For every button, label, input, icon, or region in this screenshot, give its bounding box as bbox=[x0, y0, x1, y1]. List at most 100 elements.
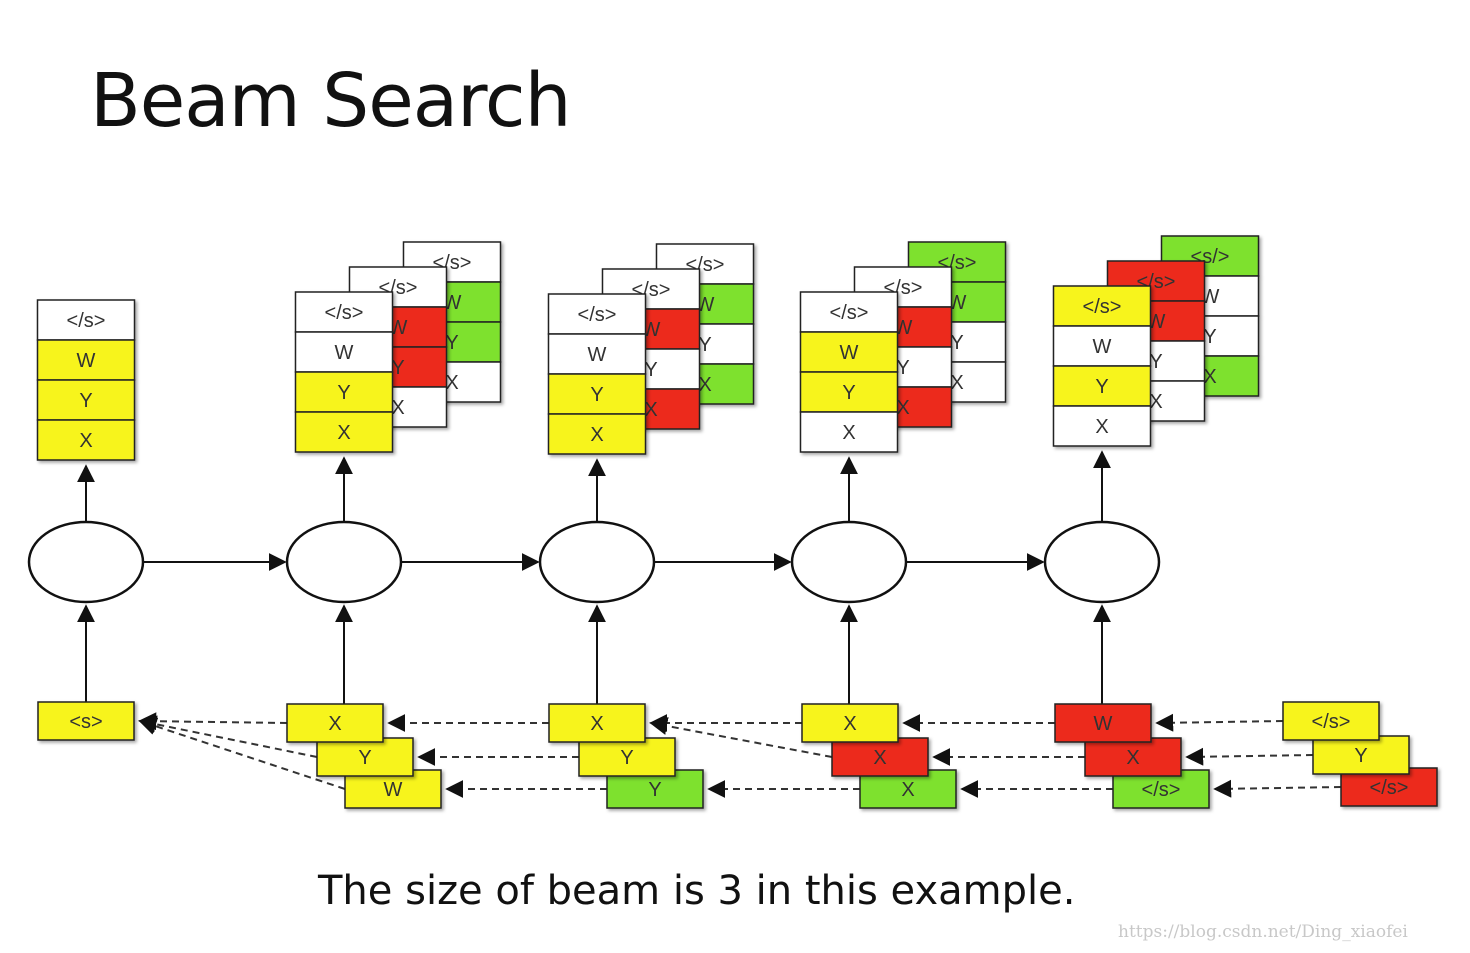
token-label: W bbox=[1201, 286, 1220, 308]
token-label: X bbox=[391, 397, 404, 419]
token-label: Y bbox=[391, 357, 404, 379]
chip-label: Y bbox=[620, 747, 633, 769]
output-stack: </s>WYX</s>WYX</s>WYX bbox=[799, 241, 1007, 453]
chip-box bbox=[548, 703, 646, 743]
arrows-layer bbox=[77, 450, 1342, 798]
token-cell bbox=[547, 293, 647, 335]
token-label: Y bbox=[644, 359, 657, 381]
rnn-node bbox=[285, 520, 403, 604]
chip-label: <s> bbox=[69, 711, 102, 733]
chip-label: X bbox=[1126, 747, 1139, 769]
token-label: X bbox=[896, 397, 909, 419]
candidate-card: </s>WYX bbox=[799, 291, 899, 453]
input-chip: X bbox=[548, 703, 646, 743]
chip-label: Y bbox=[1354, 745, 1367, 767]
input-chip: X bbox=[831, 737, 929, 777]
output-stack: </s>WYX</s>WYX</s>WYX bbox=[294, 241, 502, 453]
token-label: X bbox=[79, 430, 92, 452]
token-label: Y bbox=[950, 332, 963, 354]
back-pointer-arrow bbox=[649, 717, 833, 758]
chip-box bbox=[831, 737, 929, 777]
back-pointer-arrow bbox=[138, 715, 318, 758]
token-label: Y bbox=[1149, 351, 1162, 373]
candidate-card: </s> WYX bbox=[547, 293, 647, 455]
chip-label: </s> bbox=[1142, 779, 1181, 801]
token-label: X bbox=[1149, 391, 1162, 413]
chip-box bbox=[578, 737, 676, 777]
caption: The size of beam is 3 in this example. bbox=[318, 868, 1076, 914]
chip-label: W bbox=[384, 779, 403, 801]
back-pointer-arrow bbox=[1185, 747, 1314, 766]
candidate-card: </s> WYX bbox=[1052, 285, 1152, 447]
rnn-node bbox=[1043, 520, 1161, 604]
token-label: W bbox=[840, 342, 859, 364]
chip-label: X bbox=[590, 713, 603, 735]
token-cell bbox=[36, 339, 136, 381]
token-label: W bbox=[948, 292, 967, 314]
chip-label: X bbox=[873, 747, 886, 769]
chip-label: W bbox=[1094, 713, 1113, 735]
token-cell bbox=[1052, 365, 1152, 407]
input-chip: Y bbox=[316, 737, 414, 777]
candidate-card: </s>WYX bbox=[294, 291, 394, 453]
token-cell bbox=[36, 379, 136, 421]
token-label: Y bbox=[1203, 326, 1216, 348]
chip-box bbox=[1282, 701, 1380, 741]
chip-label: X bbox=[901, 779, 914, 801]
token-cell bbox=[1052, 405, 1152, 447]
input-stack: XXX bbox=[801, 703, 957, 809]
candidate-card: </s>WYX bbox=[36, 299, 136, 461]
token-label: Y bbox=[1095, 376, 1108, 398]
token-cell bbox=[1052, 285, 1152, 327]
chip-label: X bbox=[328, 713, 341, 735]
token-cell bbox=[294, 411, 394, 453]
token-label: </s> bbox=[325, 302, 364, 324]
chip-box bbox=[316, 737, 414, 777]
token-label: W bbox=[1093, 336, 1112, 358]
token-cell bbox=[36, 419, 136, 461]
input-stack: </s>Y</s> bbox=[1282, 701, 1438, 807]
input-chip: X bbox=[801, 703, 899, 743]
back-pointer-arrow bbox=[1213, 779, 1342, 798]
token-label: Y bbox=[842, 382, 855, 404]
token-label: Y bbox=[337, 382, 350, 404]
output-stack: <s/>WYX</s>WYX</s>WYX bbox=[1052, 235, 1260, 447]
input-chip: X bbox=[286, 703, 384, 743]
output-stack: </s>WYX</s>WYX</s>WYX bbox=[547, 243, 755, 455]
rnn-node bbox=[790, 520, 908, 604]
chip-box bbox=[801, 703, 899, 743]
input-chip: Y bbox=[578, 737, 676, 777]
page-title: Beam Search bbox=[90, 58, 571, 144]
token-label: Y bbox=[79, 390, 92, 412]
token-cell bbox=[547, 413, 647, 455]
input-stack: <s> bbox=[37, 701, 135, 741]
back-pointer-arrow bbox=[138, 712, 288, 731]
token-label: Y bbox=[445, 332, 458, 354]
input-chip: W bbox=[1054, 703, 1152, 743]
token-label: </s> bbox=[1083, 296, 1122, 318]
token-label: W bbox=[389, 317, 408, 339]
token-label: W bbox=[335, 342, 354, 364]
token-label: X bbox=[950, 372, 963, 394]
input-chip: X bbox=[1084, 737, 1182, 777]
token-cell bbox=[294, 331, 394, 373]
token-label: X bbox=[1095, 416, 1108, 438]
chip-label: Y bbox=[358, 747, 371, 769]
token-label: W bbox=[443, 292, 462, 314]
token-label: </s> bbox=[578, 304, 617, 326]
watermark: https://blog.csdn.net/Ding_xiaofei bbox=[1118, 922, 1408, 942]
output-stacks-layer: </s>WYX</s>WYX</s>WYX</s>WYX</s>WYX</s>W… bbox=[36, 235, 1260, 461]
token-cell bbox=[799, 291, 899, 333]
token-label: W bbox=[696, 294, 715, 316]
back-pointer-arrow bbox=[1155, 713, 1284, 732]
chip-label: </s> bbox=[1370, 777, 1409, 799]
token-label: W bbox=[588, 344, 607, 366]
chip-box bbox=[1054, 703, 1152, 743]
token-label: Y bbox=[590, 384, 603, 406]
input-stack: </s>XW bbox=[1054, 703, 1210, 809]
token-cell bbox=[294, 371, 394, 413]
token-label: W bbox=[894, 317, 913, 339]
token-label: X bbox=[590, 424, 603, 446]
